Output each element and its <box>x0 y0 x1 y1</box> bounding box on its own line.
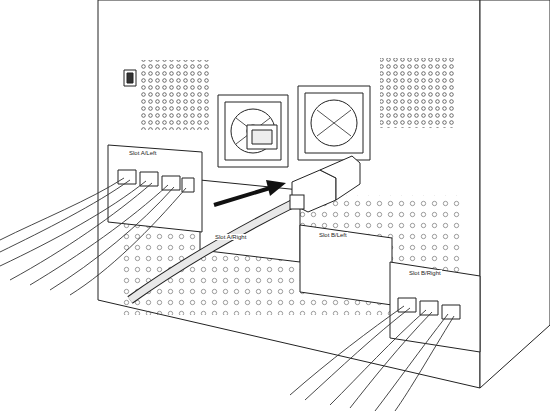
slot-label: Slot B/Right <box>408 270 442 276</box>
slot-label: Slot A/Right <box>214 234 247 240</box>
slot-label: Slot B/Left <box>318 232 348 238</box>
slot-label: Slot A/Left <box>128 150 157 156</box>
